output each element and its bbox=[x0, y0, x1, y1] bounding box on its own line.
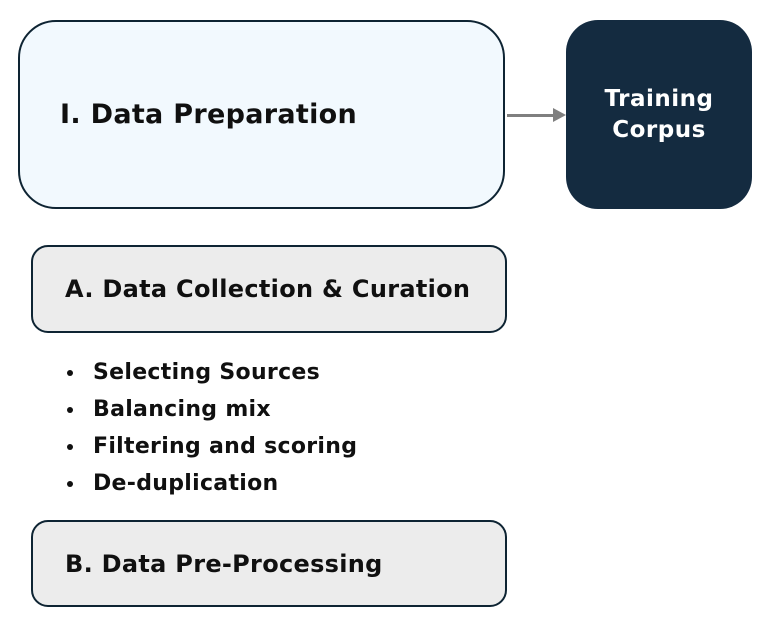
bullet-dot-icon bbox=[67, 443, 73, 450]
data-preparation-label: I. Data Preparation bbox=[60, 99, 357, 130]
data-preprocessing-box: B. Data Pre-Processing bbox=[31, 520, 507, 607]
bullet-dot-icon bbox=[67, 480, 73, 487]
arrow-shaft bbox=[507, 113, 555, 117]
bullet-dot-icon bbox=[67, 406, 73, 413]
list-item: Filtering and scoring bbox=[58, 428, 478, 465]
curation-bullet-list: Selecting Sources Balancing mix Filterin… bbox=[58, 354, 478, 502]
list-item: Balancing mix bbox=[58, 391, 478, 428]
data-preparation-box: I. Data Preparation bbox=[18, 20, 505, 209]
bullet-text: Filtering and scoring bbox=[93, 434, 358, 459]
training-corpus-box: Training Corpus bbox=[566, 20, 752, 209]
arrow-to-training-corpus bbox=[507, 106, 567, 124]
bullet-dot-icon bbox=[67, 369, 73, 376]
training-corpus-label-line1: Training bbox=[604, 85, 714, 112]
data-collection-curation-label: A. Data Collection & Curation bbox=[65, 275, 471, 303]
arrow-head-icon bbox=[553, 108, 566, 122]
bullet-text: Selecting Sources bbox=[93, 360, 321, 385]
data-collection-curation-box: A. Data Collection & Curation bbox=[31, 245, 507, 333]
data-preprocessing-label: B. Data Pre-Processing bbox=[65, 549, 383, 578]
bullet-text: De-duplication bbox=[93, 471, 279, 496]
list-item: Selecting Sources bbox=[58, 354, 478, 391]
list-item: De-duplication bbox=[58, 465, 478, 502]
training-corpus-label-line2: Corpus bbox=[612, 116, 706, 143]
bullet-text: Balancing mix bbox=[93, 397, 271, 422]
